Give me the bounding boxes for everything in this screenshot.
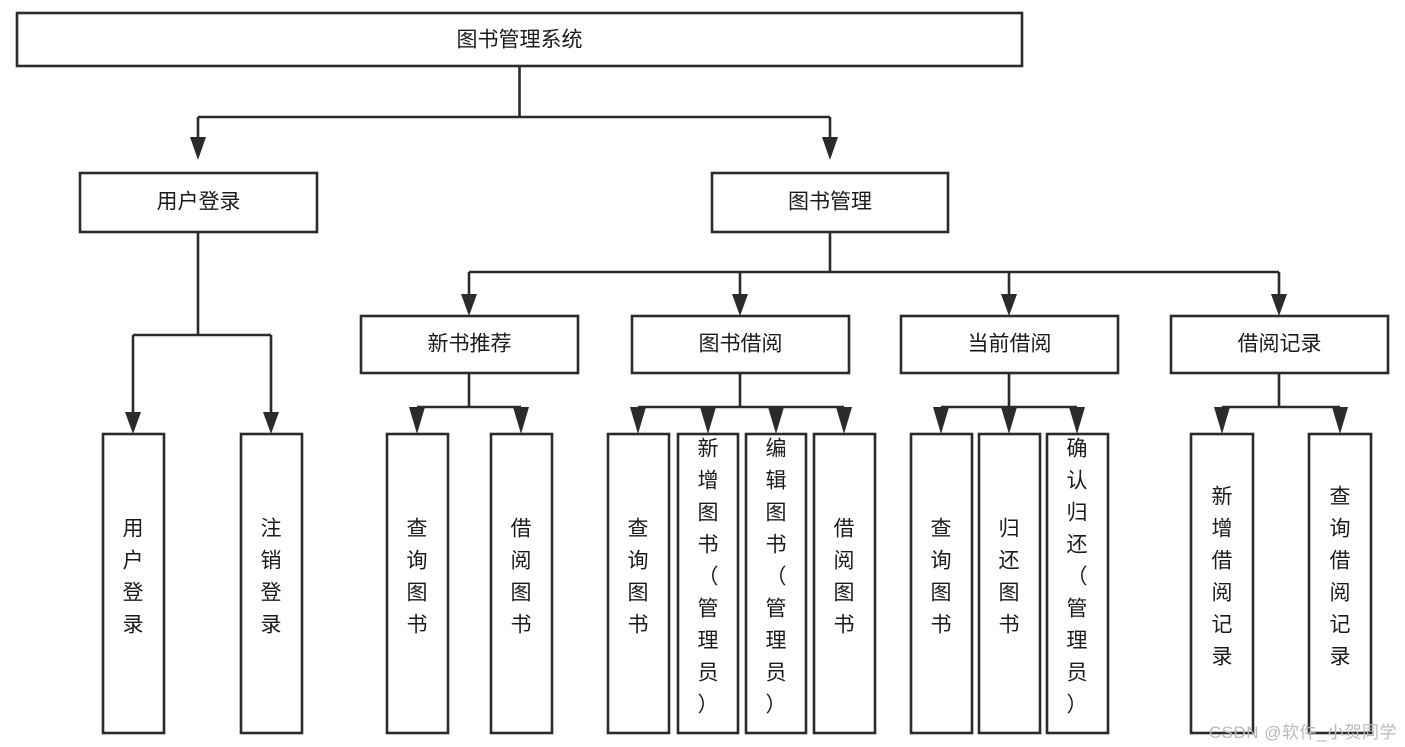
- leaf-borrow-record-0[interactable]: 新增借阅记录: [1189, 432, 1255, 735]
- leaf-book-borrow-3-box[interactable]: [812, 432, 877, 735]
- leaf-user-login-1-label: 注销登录: [261, 518, 282, 637]
- csdn-watermark: CSDN @软件_小贺同学: [1208, 723, 1397, 742]
- leaf-borrow-record-0-box[interactable]: [1189, 432, 1255, 735]
- leaf-borrow-record-1-label: 查询借阅记录: [1330, 486, 1351, 669]
- leaf-borrow-record-0-label: 新增借阅记录: [1212, 486, 1233, 669]
- arrow-nbr-child-0: [409, 407, 425, 434]
- node-book-manage-box[interactable]: [710, 171, 950, 234]
- edges-user-login-children: [125, 232, 279, 434]
- leaf-user-login-1-box[interactable]: [239, 432, 304, 735]
- leaf-current-borrow-2-label: 确认归还（管理员）: [1067, 438, 1088, 717]
- node-new-book-recommend[interactable]: 新书推荐: [359, 314, 580, 375]
- node-borrow-record[interactable]: 借阅记录: [1169, 314, 1390, 375]
- arrow-to-book-manage: [822, 137, 838, 160]
- leaf-new-book-recommend-0-label: 查询图书: [407, 518, 428, 637]
- node-root[interactable]: 图书管理系统: [15, 11, 1024, 68]
- leaf-borrow-record-1[interactable]: 查询借阅记录: [1307, 432, 1373, 735]
- leaf-current-borrow-1-label: 归还图书: [999, 518, 1020, 637]
- node-borrow-record-box[interactable]: [1169, 314, 1390, 375]
- node-book-manage-label: 图书管理: [788, 191, 872, 214]
- arrow-cb-child-1: [1001, 407, 1017, 434]
- leaf-book-borrow-0-label: 查询图书: [628, 518, 649, 637]
- node-root-label: 图书管理系统: [457, 29, 583, 52]
- node-user-login[interactable]: 用户登录: [78, 171, 319, 234]
- node-book-borrow-box[interactable]: [630, 314, 851, 375]
- leaf-new-book-recommend-1-label: 借阅图书: [511, 518, 532, 637]
- leaf-user-login-0-label: 用户登录: [123, 518, 144, 637]
- leaf-new-book-recommend-1[interactable]: 借阅图书: [489, 432, 554, 735]
- leaf-book-borrow-2-label: 编辑图书（管理员）: [766, 438, 787, 717]
- arrow-user-login-child-1: [263, 412, 279, 434]
- arrow-cb-child-0: [933, 407, 949, 434]
- node-current-borrow[interactable]: 当前借阅: [899, 314, 1120, 375]
- leaf-book-borrow-2[interactable]: 编辑图书（管理员）: [744, 432, 808, 735]
- leaf-book-borrow-0[interactable]: 查询图书: [606, 432, 671, 735]
- leaf-user-login-1[interactable]: 注销登录: [239, 432, 304, 735]
- arrow-br-child-1: [1332, 407, 1348, 434]
- node-book-manage[interactable]: 图书管理: [710, 171, 950, 234]
- edges-current-borrow-children: [933, 373, 1085, 434]
- node-user-login-label: 用户登录: [157, 191, 241, 214]
- node-root-box[interactable]: [15, 11, 1024, 68]
- leaf-current-borrow-0-box[interactable]: [909, 432, 974, 735]
- edges-borrow-record-children: [1214, 373, 1348, 434]
- arrow-user-login-child-0: [125, 412, 141, 434]
- leaf-book-borrow-1-label: 新增图书（管理员）: [698, 438, 719, 717]
- edges-book-manage-children: [461, 232, 1287, 316]
- edges-book-borrow-children: [630, 373, 852, 434]
- leaf-book-borrow-0-box[interactable]: [606, 432, 671, 735]
- arrow-book-manage-child-0: [461, 294, 477, 316]
- node-new-book-recommend-label: 新书推荐: [428, 333, 512, 356]
- leaf-book-borrow-2-box[interactable]: [744, 432, 808, 735]
- node-book-borrow[interactable]: 图书借阅: [630, 314, 851, 375]
- leaf-new-book-recommend-1-box[interactable]: [489, 432, 554, 735]
- arrow-book-manage-child-3: [1271, 294, 1287, 316]
- leaf-current-borrow-1[interactable]: 归还图书: [977, 432, 1042, 735]
- arrow-br-child-0: [1214, 407, 1230, 434]
- arrow-bb-child-0: [630, 407, 646, 434]
- edges-root-to-level2: [190, 66, 838, 160]
- node-user-login-box[interactable]: [78, 171, 319, 234]
- leaf-current-borrow-2[interactable]: 确认归还（管理员）: [1045, 432, 1110, 735]
- arrow-bb-child-1: [700, 407, 716, 434]
- node-new-book-recommend-box[interactable]: [359, 314, 580, 375]
- arrow-cb-child-2: [1069, 407, 1085, 434]
- node-book-borrow-label: 图书借阅: [699, 333, 783, 356]
- node-current-borrow-box[interactable]: [899, 314, 1120, 375]
- leaf-borrow-record-1-box[interactable]: [1307, 432, 1373, 735]
- node-borrow-record-label: 借阅记录: [1238, 333, 1322, 356]
- leaf-user-login-0-box[interactable]: [101, 432, 166, 735]
- leaf-current-borrow-1-box[interactable]: [977, 432, 1042, 735]
- arrow-bb-child-2: [768, 407, 784, 434]
- arrow-nbr-child-1: [513, 407, 529, 434]
- leaf-book-borrow-1[interactable]: 新增图书（管理员）: [676, 432, 740, 735]
- leaf-user-login-0[interactable]: 用户登录: [101, 432, 166, 735]
- leaf-new-book-recommend-0[interactable]: 查询图书: [385, 432, 450, 735]
- arrow-book-manage-child-1: [732, 294, 748, 316]
- arrow-to-user-login: [190, 137, 206, 160]
- leaf-book-borrow-1-box[interactable]: [676, 432, 740, 735]
- leaf-book-borrow-3[interactable]: 借阅图书: [812, 432, 877, 735]
- leaf-current-borrow-0-label: 查询图书: [931, 518, 952, 637]
- leaf-current-borrow-0[interactable]: 查询图书: [909, 432, 974, 735]
- arrow-book-manage-child-2: [1001, 294, 1017, 316]
- edges-new-book-recommend-children: [409, 373, 529, 434]
- leaf-new-book-recommend-0-box[interactable]: [385, 432, 450, 735]
- leaf-current-borrow-2-box[interactable]: [1045, 432, 1110, 735]
- arrow-bb-child-3: [836, 407, 852, 434]
- leaf-book-borrow-3-label: 借阅图书: [834, 518, 855, 637]
- node-current-borrow-label: 当前借阅: [968, 333, 1052, 356]
